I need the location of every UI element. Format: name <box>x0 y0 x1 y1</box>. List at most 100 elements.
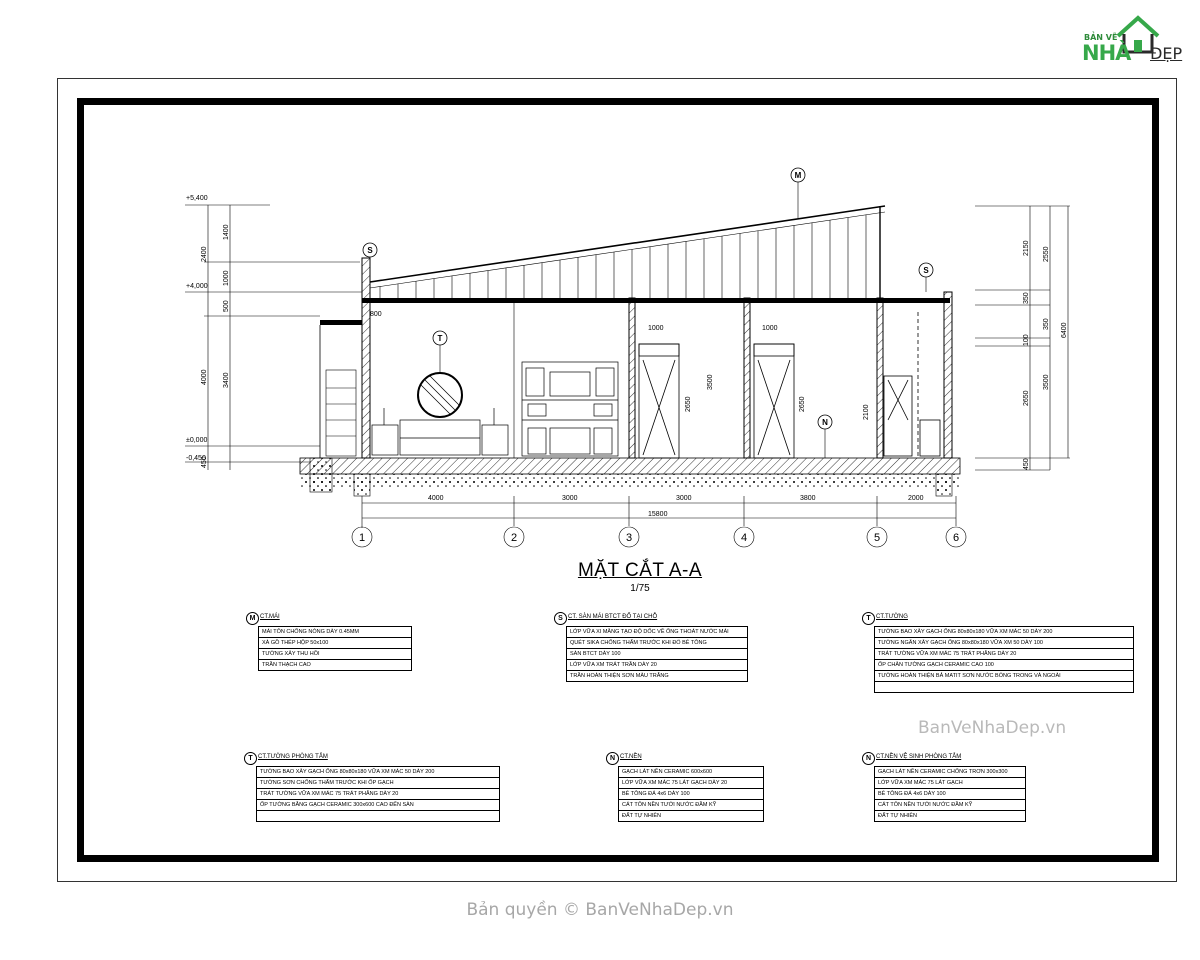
note-row: TƯỜNG SƠN CHỐNG THẤM TRƯỚC KHI ỐP GẠCH <box>256 777 500 789</box>
logo-big-text: NHÀ <box>1082 41 1131 65</box>
tv-cabinet <box>521 361 619 457</box>
note-heading: CT.NỀN VỆ SINH PHÒNG TẮM <box>876 754 962 760</box>
note-row: TƯỜNG BAO XÂY GẠCH ỐNG 80x80x180 VỮA XM … <box>874 626 1134 638</box>
grid-axes: 1 2 3 4 5 6 <box>351 526 967 548</box>
note-table: MÁI TÔN CHỐNG NÓNG DÀY 0.45MM XÀ GỒ THÉP… <box>258 626 412 671</box>
note-row: TRẦN THẠCH CAO <box>258 659 412 671</box>
section-scale: 1/75 <box>630 583 650 594</box>
logo-small-text: BẢN VẼ <box>1084 33 1118 42</box>
note-row: LỚP VỮA XM MÁC 75 LÁT GẠCH <box>874 777 1026 789</box>
right-dim-4: 100 <box>1023 334 1030 346</box>
level-ceiling: +4,000 <box>186 283 208 290</box>
total-dim: 15800 <box>648 511 668 518</box>
site-logo: BẢN VẼ NHÀ ĐẸP <box>1078 14 1190 66</box>
inner-dim-1: 1000 <box>762 325 778 332</box>
inner-dim-6: 800 <box>370 311 382 318</box>
roof <box>369 205 886 298</box>
right-dim-7: 6400 <box>1061 322 1068 338</box>
note-row: ỐP CHÂN TƯỜNG GẠCH CERAMIC CAO 100 <box>874 659 1134 671</box>
bottom-dim-3: 3800 <box>800 495 816 502</box>
level-markers <box>185 204 362 470</box>
note-row: CÁT TÔN NỀN TƯỚI NƯỚC ĐẦM KỸ <box>618 799 764 811</box>
drawing-sheet <box>57 78 1177 882</box>
left-dim-0: 1400 <box>223 224 230 240</box>
marker-slab-left: S <box>367 246 373 255</box>
marker-floor: N <box>822 418 828 427</box>
note-row: ỐP TƯỜNG BẰNG GẠCH CERAMIC 300x600 CAO Đ… <box>256 799 500 811</box>
note-row: CÁT TÔN NỀN TƯỚI NƯỚC ĐẦM KỸ <box>874 799 1026 811</box>
inner-dim-4: 2650 <box>799 396 806 412</box>
ground-soil <box>300 474 960 488</box>
ceiling-slab <box>362 298 950 303</box>
note-table: TƯỜNG BAO XÂY GẠCH ỐNG 80x80x180 VỮA XM … <box>874 626 1134 693</box>
note-heading: CT.TƯỜNG <box>876 614 908 620</box>
bottom-dim-4: 2000 <box>908 495 924 502</box>
right-dim-2: 350 <box>1023 292 1030 304</box>
note-tag: M <box>246 612 259 625</box>
inner-dim-5: 2100 <box>863 404 870 420</box>
note-row: TƯỜNG HOÀN THIỆN BẢ MATIT SƠN NƯỚC BÓNG … <box>874 670 1134 682</box>
note-row: TRẦN HOÀN THIỆN SƠN MÀU TRẮNG <box>566 670 748 682</box>
floor-slab <box>299 457 961 475</box>
right-dim-0: 2150 <box>1023 240 1030 256</box>
note-row: XÀ GỒ THÉP HỘP 50x100 <box>258 637 412 649</box>
axis-6: 6 <box>953 532 959 544</box>
note-row: TƯỜNG BAO XÂY GẠCH ỐNG 80x80x180 VỮA XM … <box>256 766 500 778</box>
note-row: ĐẤT TỰ NHIÊN <box>618 810 764 822</box>
left-dim-5: 4000 <box>201 369 208 385</box>
note-tag: T <box>244 752 257 765</box>
note-tag: S <box>554 612 567 625</box>
level-floor: ±0,000 <box>186 437 207 444</box>
left-dim-2: 2400 <box>201 246 208 262</box>
note-table: GẠCH LÁT NỀN CERAMIC 600x600 LỚP VỮA XM … <box>618 766 764 822</box>
note-row: SÀN BTCT DÀY 100 <box>566 648 748 660</box>
note-heading: CT.TƯỜNG PHÒNG TẮM <box>258 754 328 760</box>
left-dim-6: 450 <box>201 456 208 468</box>
axis-3: 3 <box>626 532 632 544</box>
drawing-frame <box>77 98 1159 862</box>
axis-4: 4 <box>741 532 747 544</box>
marker-wall: T <box>438 334 443 343</box>
bottom-dim-0: 4000 <box>428 495 444 502</box>
note-row: TƯỜNG XÂY THU HỒI <box>258 648 412 660</box>
note-row: BÊ TÔNG ĐÁ 4x6 DÀY 100 <box>874 788 1026 800</box>
inner-dim-0: 1000 <box>648 325 664 332</box>
walls <box>319 206 953 459</box>
inner-dim-3: 2650 <box>685 396 692 412</box>
note-tag: N <box>862 752 875 765</box>
inner-watermark: BanVeNhaDep.vn <box>918 718 1067 738</box>
axis-2: 2 <box>511 532 517 544</box>
right-dim-6: 2650 <box>1023 390 1030 406</box>
left-dim-4: 3400 <box>223 372 230 388</box>
right-dim-3: 350 <box>1043 318 1050 330</box>
footer-copyright: Bản quyền © BanVeNhaDep.vn <box>466 900 734 920</box>
axis-1: 1 <box>359 532 365 544</box>
note-row: LỚP VỮA XM MÁC 75 LÁT GẠCH DÀY 20 <box>618 777 764 789</box>
level-ground: -0,450 <box>186 455 206 462</box>
note-row: QUÉT SIKA CHỐNG THẤM TRƯỚC KHI ĐỔ BÊ TÔN… <box>566 637 748 649</box>
left-dim-1: 1000 <box>223 270 230 286</box>
note-row: MÁI TÔN CHỐNG NÓNG DÀY 0.45MM <box>258 626 412 638</box>
house-icon <box>1116 15 1160 54</box>
note-row: GẠCH LÁT NỀN CERAMIC CHỐNG TRƠN 300x300 <box>874 766 1026 778</box>
note-table: LỚP VỮA XI MĂNG TẠO ĐỘ DỐC VỀ ỐNG THOÁT … <box>566 626 748 682</box>
note-table: TƯỜNG BAO XÂY GẠCH ỐNG 80x80x180 VỮA XM … <box>256 766 500 822</box>
note-heading: CT.MÁI <box>260 614 280 620</box>
inner-dim-2: 3500 <box>707 374 714 390</box>
section-title-block: MẶT CẮT A-A 1/75 <box>560 560 720 594</box>
logo-suffix-text: ĐẸP <box>1150 44 1183 63</box>
note-heading: CT. SÀN MÁI BTCT ĐỔ TẠI CHỖ <box>568 614 658 620</box>
side-shelf <box>325 369 357 457</box>
note-tag: N <box>606 752 619 765</box>
right-dim-8: 450 <box>1023 458 1030 470</box>
left-dim-3: 500 <box>223 300 230 312</box>
note-row: TRÁT TƯỜNG VỮA XM MÁC 75 TRÁT PHẲNG DÀY … <box>256 788 500 800</box>
note-row: LỚP VỮA XM TRÁT TRẦN DÀY 20 <box>566 659 748 671</box>
bottom-dim-2: 3000 <box>676 495 692 502</box>
